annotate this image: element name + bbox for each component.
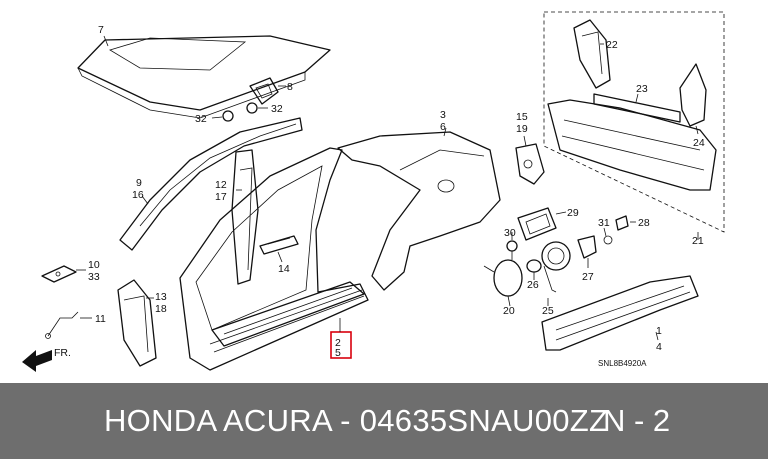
callout-20: 20 <box>503 305 515 317</box>
outer-panel-exploded-diagram: FR. 7 8 32 32 3 6 15 19 9 16 12 17 10 33… <box>22 11 725 372</box>
front-pillar-lower <box>117 279 157 367</box>
front-direction-arrow: FR. <box>22 347 71 372</box>
callout-18: 18 <box>155 303 167 315</box>
callout-28: 28 <box>638 217 650 229</box>
rear-panel-crossmember <box>593 93 681 123</box>
inner-sill-highlighted <box>211 281 365 347</box>
clip-left <box>222 110 234 122</box>
roof-panel <box>77 35 331 119</box>
small-bracket <box>41 265 77 283</box>
bolt <box>506 240 518 260</box>
fuel-filler-housing <box>517 207 557 241</box>
fr-label: FR. <box>54 347 71 359</box>
callout-27: 27 <box>582 271 594 283</box>
callout-22: 22 <box>606 39 618 51</box>
callout-6: 6 <box>440 121 446 133</box>
callout-4: 4 <box>656 341 662 353</box>
rear-panel-upper-bracket <box>573 19 611 89</box>
rear-panel <box>547 99 717 191</box>
roof-bracket <box>249 77 279 105</box>
callout-32-upper: 32 <box>271 103 283 115</box>
rear-panel-side-bracket <box>679 63 707 127</box>
opener-assembly <box>577 235 613 259</box>
callout-32-left: 32 <box>195 113 207 125</box>
side-outer-panel <box>179 147 369 371</box>
grommet <box>526 259 542 273</box>
callout-10: 10 <box>88 259 100 271</box>
callout-9: 9 <box>136 177 142 189</box>
pillar-bracket <box>259 235 299 255</box>
callout-11: 11 <box>95 313 106 325</box>
diagram-reference: N - 2 <box>603 403 671 438</box>
callout-25: 25 <box>542 305 554 317</box>
callout-2: 2 <box>335 337 341 349</box>
callout-31: 31 <box>598 217 610 229</box>
callout-24: 24 <box>693 137 705 149</box>
callout-7: 7 <box>98 24 104 36</box>
callout-1: 1 <box>656 325 662 337</box>
clip-28 <box>615 215 629 231</box>
part-number-caption: HONDA ACURA - 04635SNAU00ZZ <box>104 403 609 438</box>
clip-upper <box>246 102 258 114</box>
callout-3: 3 <box>440 109 446 121</box>
diagram-code: SNL8B4920A <box>598 359 647 368</box>
roof-side-rail <box>119 117 303 251</box>
callout-13: 13 <box>155 291 167 303</box>
callout-23: 23 <box>636 83 648 95</box>
part-highlight-box <box>330 331 352 359</box>
callout-29: 29 <box>567 207 579 219</box>
rear-quarter-panel <box>337 131 501 291</box>
rear-panel-group-outline <box>543 11 725 233</box>
strap-wire <box>45 311 79 339</box>
callout-26: 26 <box>527 279 539 291</box>
callout-8: 8 <box>287 81 293 93</box>
callout-14: 14 <box>278 263 290 275</box>
callout-21: 21 <box>692 235 704 247</box>
callout-19: 19 <box>516 123 528 135</box>
wheelhouse-bracket <box>515 143 545 185</box>
fuel-filler-lid <box>483 259 523 297</box>
callout-33: 33 <box>88 271 100 283</box>
callout-30: 30 <box>504 227 516 239</box>
side-sill-panel <box>541 275 699 351</box>
filler-base <box>541 241 571 293</box>
callout-15: 15 <box>516 111 528 123</box>
callout-17: 17 <box>215 191 227 203</box>
callout-5: 5 <box>335 347 341 359</box>
callout-12: 12 <box>215 179 227 191</box>
center-pillar <box>231 149 259 285</box>
callout-16: 16 <box>132 189 144 201</box>
caption-bar: HONDA ACURA - 04635SNAU00ZZ N - 2 <box>0 383 768 459</box>
